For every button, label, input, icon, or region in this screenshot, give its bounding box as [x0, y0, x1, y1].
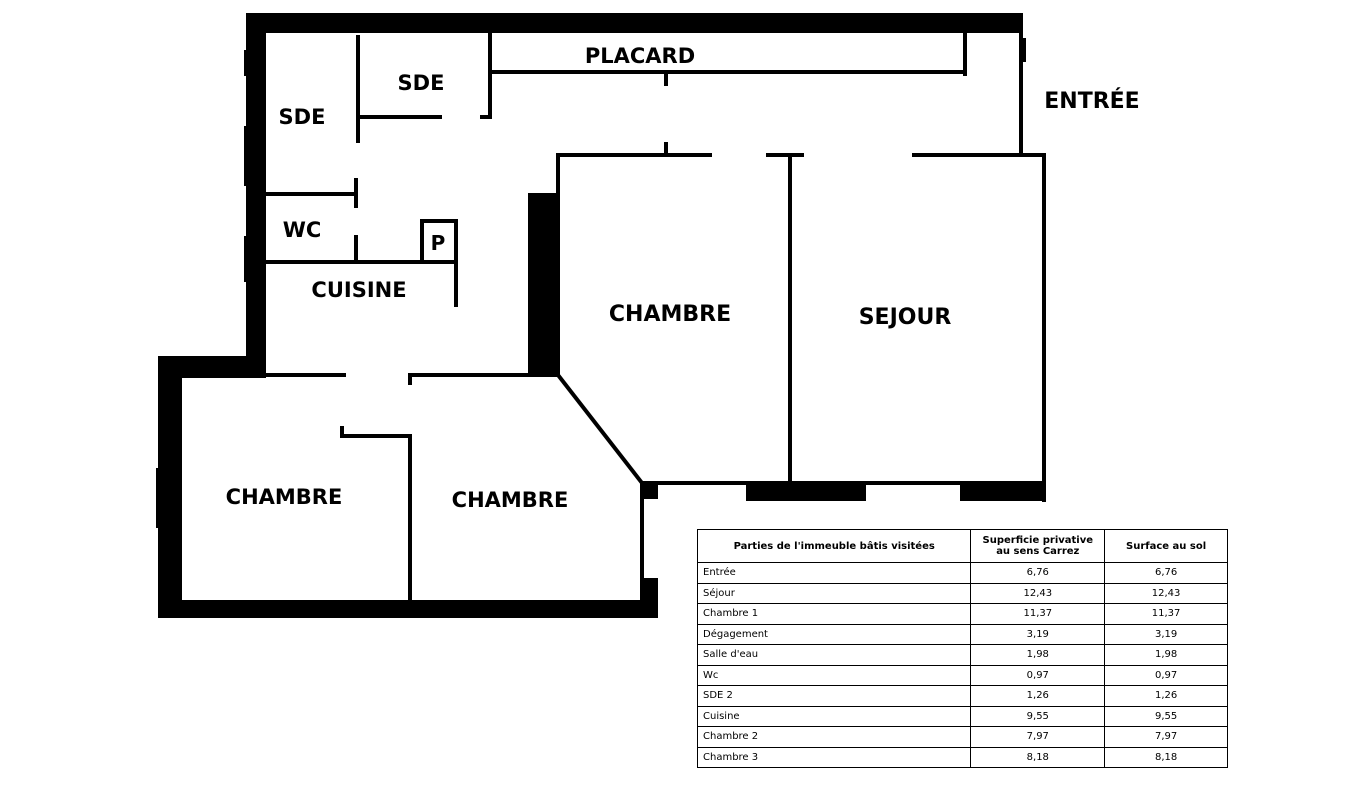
- area-table: Parties de l'immeuble bâtis visitées Sup…: [696, 529, 1228, 768]
- header-surface-sol: Surface au sol: [1104, 529, 1228, 563]
- row-name: Wc: [696, 664, 972, 686]
- wall-accent-2: [244, 126, 250, 186]
- wall-bottom-segment-2: [960, 483, 1044, 501]
- row-name: Chambre 3: [696, 746, 972, 768]
- room-label-chambre-bottom-left: CHAMBRE: [226, 485, 343, 509]
- interior-walls: [178, 13, 1046, 602]
- row-sol: 6,76: [1104, 562, 1228, 584]
- row-sol: 3,19: [1104, 623, 1228, 645]
- row-name: Entrée: [696, 562, 972, 584]
- room-label-sejour: SEJOUR: [859, 305, 952, 330]
- row-name: Dégagement: [696, 623, 972, 645]
- wall-top: [246, 13, 1022, 33]
- wall-left-step: [158, 356, 266, 378]
- row-carrez: 11,37: [970, 603, 1106, 625]
- room-label-chambre-center: CHAMBRE: [609, 302, 731, 327]
- table-row: Wc 0,97 0,97: [696, 664, 1228, 686]
- row-sol: 1,26: [1104, 685, 1228, 707]
- room-label-cuisine: CUISINE: [311, 278, 406, 302]
- row-name: Chambre 2: [696, 726, 972, 748]
- table-row: Chambre 2 7,97 7,97: [696, 726, 1228, 748]
- row-sol: 11,37: [1104, 603, 1228, 625]
- wall-left-lower: [158, 356, 180, 618]
- wall-pillar: [528, 193, 560, 375]
- table-row: Chambre 1 11,37 11,37: [696, 603, 1228, 625]
- row-name: Chambre 1: [696, 603, 972, 625]
- table-row: Dégagement 3,19 3,19: [696, 623, 1228, 645]
- row-sol: 9,55: [1104, 705, 1228, 727]
- room-label-sde-left: SDE: [279, 105, 326, 129]
- wall-bottom-right-stub: [640, 578, 658, 618]
- row-sol: 8,18: [1104, 746, 1228, 768]
- table-row: Entrée 6,76 6,76: [696, 562, 1228, 584]
- table-row: Chambre 3 8,18 8,18: [696, 746, 1228, 768]
- row-sol: 7,97: [1104, 726, 1228, 748]
- row-name: Cuisine: [696, 705, 972, 727]
- row-sol: 0,97: [1104, 664, 1228, 686]
- wall-bottom-segment-1: [746, 483, 866, 501]
- row-name: Salle d'eau: [696, 644, 972, 666]
- row-name: SDE 2: [696, 685, 972, 707]
- room-label-entree: ENTRÉE: [1044, 88, 1139, 114]
- area-table-body: Entrée 6,76 6,76 Séjour 12,43 12,43 Cham…: [696, 562, 1228, 768]
- wall-bottom: [160, 600, 658, 618]
- row-carrez: 0,97: [970, 664, 1106, 686]
- room-labels: PLACARD ENTRÉE SDE SDE WC P CUISINE CHAM…: [226, 44, 1140, 512]
- row-carrez: 6,76: [970, 562, 1106, 584]
- area-table-head: Parties de l'immeuble bâtis visitées Sup…: [696, 529, 1228, 563]
- table-row: SDE 2 1,26 1,26: [696, 685, 1228, 707]
- room-label-wc: WC: [283, 218, 322, 242]
- table-row: Séjour 12,43 12,43: [696, 582, 1228, 604]
- table-row: Cuisine 9,55 9,55: [696, 705, 1228, 727]
- room-label-sde-top: SDE: [398, 71, 445, 95]
- room-label-chambre-bottom-middle: CHAMBRE: [452, 488, 569, 512]
- row-carrez: 7,97: [970, 726, 1106, 748]
- header-parties: Parties de l'immeuble bâtis visitées: [696, 529, 972, 563]
- row-name: Séjour: [696, 582, 972, 604]
- row-carrez: 1,26: [970, 685, 1106, 707]
- wall-accent-4: [156, 468, 162, 528]
- table-row: Salle d'eau 1,98 1,98: [696, 644, 1228, 666]
- wall-corner-stub: [640, 483, 658, 499]
- wall-accent-1: [244, 50, 250, 76]
- room-label-p: P: [431, 231, 446, 255]
- row-carrez: 12,43: [970, 582, 1106, 604]
- room-label-placard: PLACARD: [585, 44, 695, 68]
- wall-left-upper: [246, 13, 266, 375]
- wall-accent-3: [244, 236, 250, 282]
- row-carrez: 1,98: [970, 644, 1106, 666]
- walls: [156, 13, 1046, 618]
- header-carrez: Superficie privative au sens Carrez: [970, 529, 1106, 563]
- row-carrez: 8,18: [970, 746, 1106, 768]
- table-header-row: Parties de l'immeuble bâtis visitées Sup…: [696, 529, 1228, 563]
- row-sol: 1,98: [1104, 644, 1228, 666]
- row-carrez: 9,55: [970, 705, 1106, 727]
- row-sol: 12,43: [1104, 582, 1228, 604]
- row-carrez: 3,19: [970, 623, 1106, 645]
